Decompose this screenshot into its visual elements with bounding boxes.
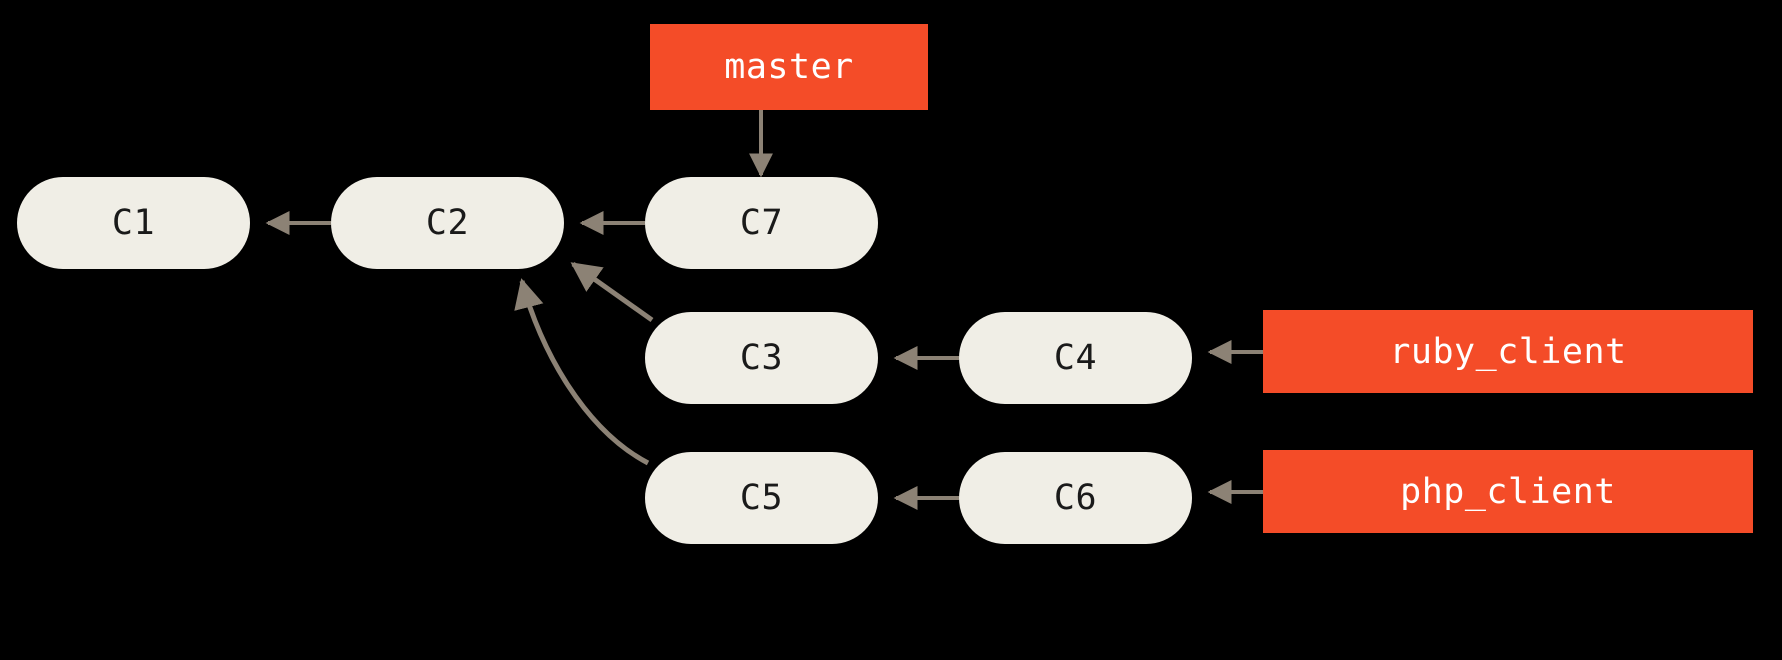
commit-node-c4[interactable]: C4 [959,312,1192,404]
branch-label-ruby-client[interactable]: ruby_client [1263,310,1753,393]
commit-node-c7[interactable]: C7 [645,177,878,269]
commit-label-c3: C3 [739,338,784,378]
branch-label-php-client[interactable]: php_client [1263,450,1753,533]
commit-node-c1[interactable]: C1 [17,177,250,269]
edge-c5-to-c2 [514,278,650,466]
branch-label-master[interactable]: master [650,24,928,110]
commit-node-c3[interactable]: C3 [645,312,878,404]
commit-node-c2[interactable]: C2 [331,177,564,269]
branch-text-master: master [724,47,854,87]
commit-label-c7: C7 [739,203,784,243]
commit-label-c5: C5 [739,478,784,518]
commit-label-c1: C1 [111,203,156,243]
commit-label-c4: C4 [1053,338,1098,378]
branch-text-php-client: php_client [1400,471,1616,512]
commit-node-c5[interactable]: C5 [645,452,878,544]
branch-text-ruby-client: ruby_client [1389,331,1627,372]
commit-node-c6[interactable]: C6 [959,452,1192,544]
edge-c3-to-c2 [570,261,654,323]
commit-label-c2: C2 [425,203,470,243]
commit-label-c6: C6 [1053,478,1098,518]
